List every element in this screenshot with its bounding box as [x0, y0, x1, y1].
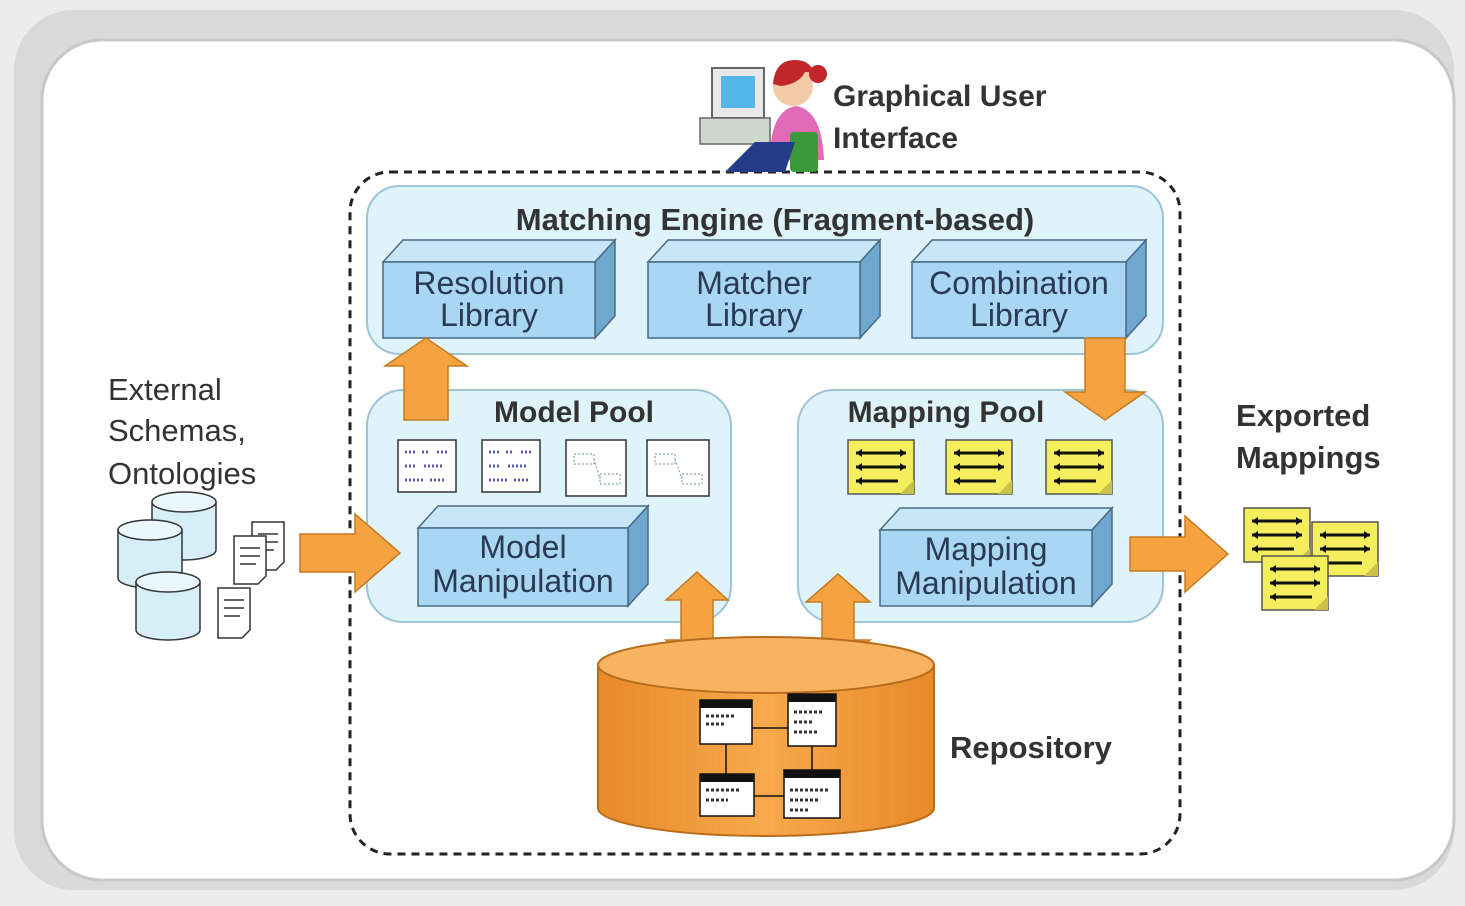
external-label-line3: Ontologies — [108, 456, 256, 491]
arrow-down-to-mapping-pool — [1062, 337, 1148, 421]
model-manipulation-line2: Manipulation — [432, 563, 613, 599]
arrow-up-to-resolution — [382, 337, 470, 421]
combination-library-line2: Library — [970, 297, 1068, 333]
arrow-import — [299, 512, 402, 594]
mapping-pool-title: Mapping Pool — [848, 396, 1045, 429]
resolution-library-line2: Library — [440, 297, 538, 333]
matcher-library-box — [646, 238, 882, 340]
mapping-manipulation-line1: Mapping — [925, 531, 1048, 567]
exported-mapping-icon — [1260, 554, 1330, 612]
gui-label-line2: Interface — [833, 122, 958, 155]
combination-library-line1: Combination — [929, 265, 1109, 301]
gui-label-line1: Graphical User — [833, 80, 1047, 113]
model-thumbnail-icons — [397, 439, 710, 497]
exported-mapping-icon — [1242, 506, 1312, 564]
database-icons — [117, 491, 217, 641]
repository-cylinder-icon — [597, 636, 935, 837]
matcher-library-line2: Library — [705, 297, 803, 333]
combination-library-box — [910, 238, 1148, 340]
resolution-library-line1: Resolution — [413, 265, 564, 301]
exported-label-line2: Mappings — [1236, 440, 1381, 475]
mapping-document-icon — [846, 438, 916, 496]
external-label-line2: Schemas, — [108, 413, 246, 448]
model-manipulation-line1: Model — [479, 529, 566, 565]
matching-engine-title: Matching Engine (Fragment-based) — [516, 202, 1034, 237]
document-icons — [217, 521, 285, 639]
user-at-computer-icon — [699, 60, 827, 172]
mapping-document-icon — [944, 438, 1014, 496]
exported-label-line1: Exported — [1236, 398, 1370, 433]
system-boundary — [348, 170, 1182, 856]
model-manipulation-box — [416, 504, 650, 608]
model-pool-title: Model Pool — [494, 396, 654, 429]
repository-label: Repository — [950, 730, 1113, 765]
external-label-line1: External — [108, 372, 222, 407]
arrow-export — [1129, 514, 1230, 594]
mapping-manipulation-box — [878, 506, 1114, 608]
resolution-library-box — [381, 238, 617, 340]
mapping-manipulation-line2: Manipulation — [895, 565, 1076, 601]
matcher-library-line1: Matcher — [696, 265, 812, 301]
mapping-document-icon — [1044, 438, 1114, 496]
